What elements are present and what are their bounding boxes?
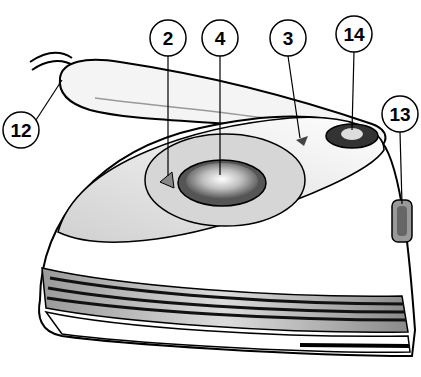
callout-number: 4 (215, 29, 226, 48)
callout-number: 12 (10, 121, 31, 140)
callout-number: 3 (283, 29, 294, 48)
callout-number: 13 (389, 105, 410, 124)
callout-number: 14 (343, 25, 364, 44)
callout-number: 2 (163, 29, 174, 48)
